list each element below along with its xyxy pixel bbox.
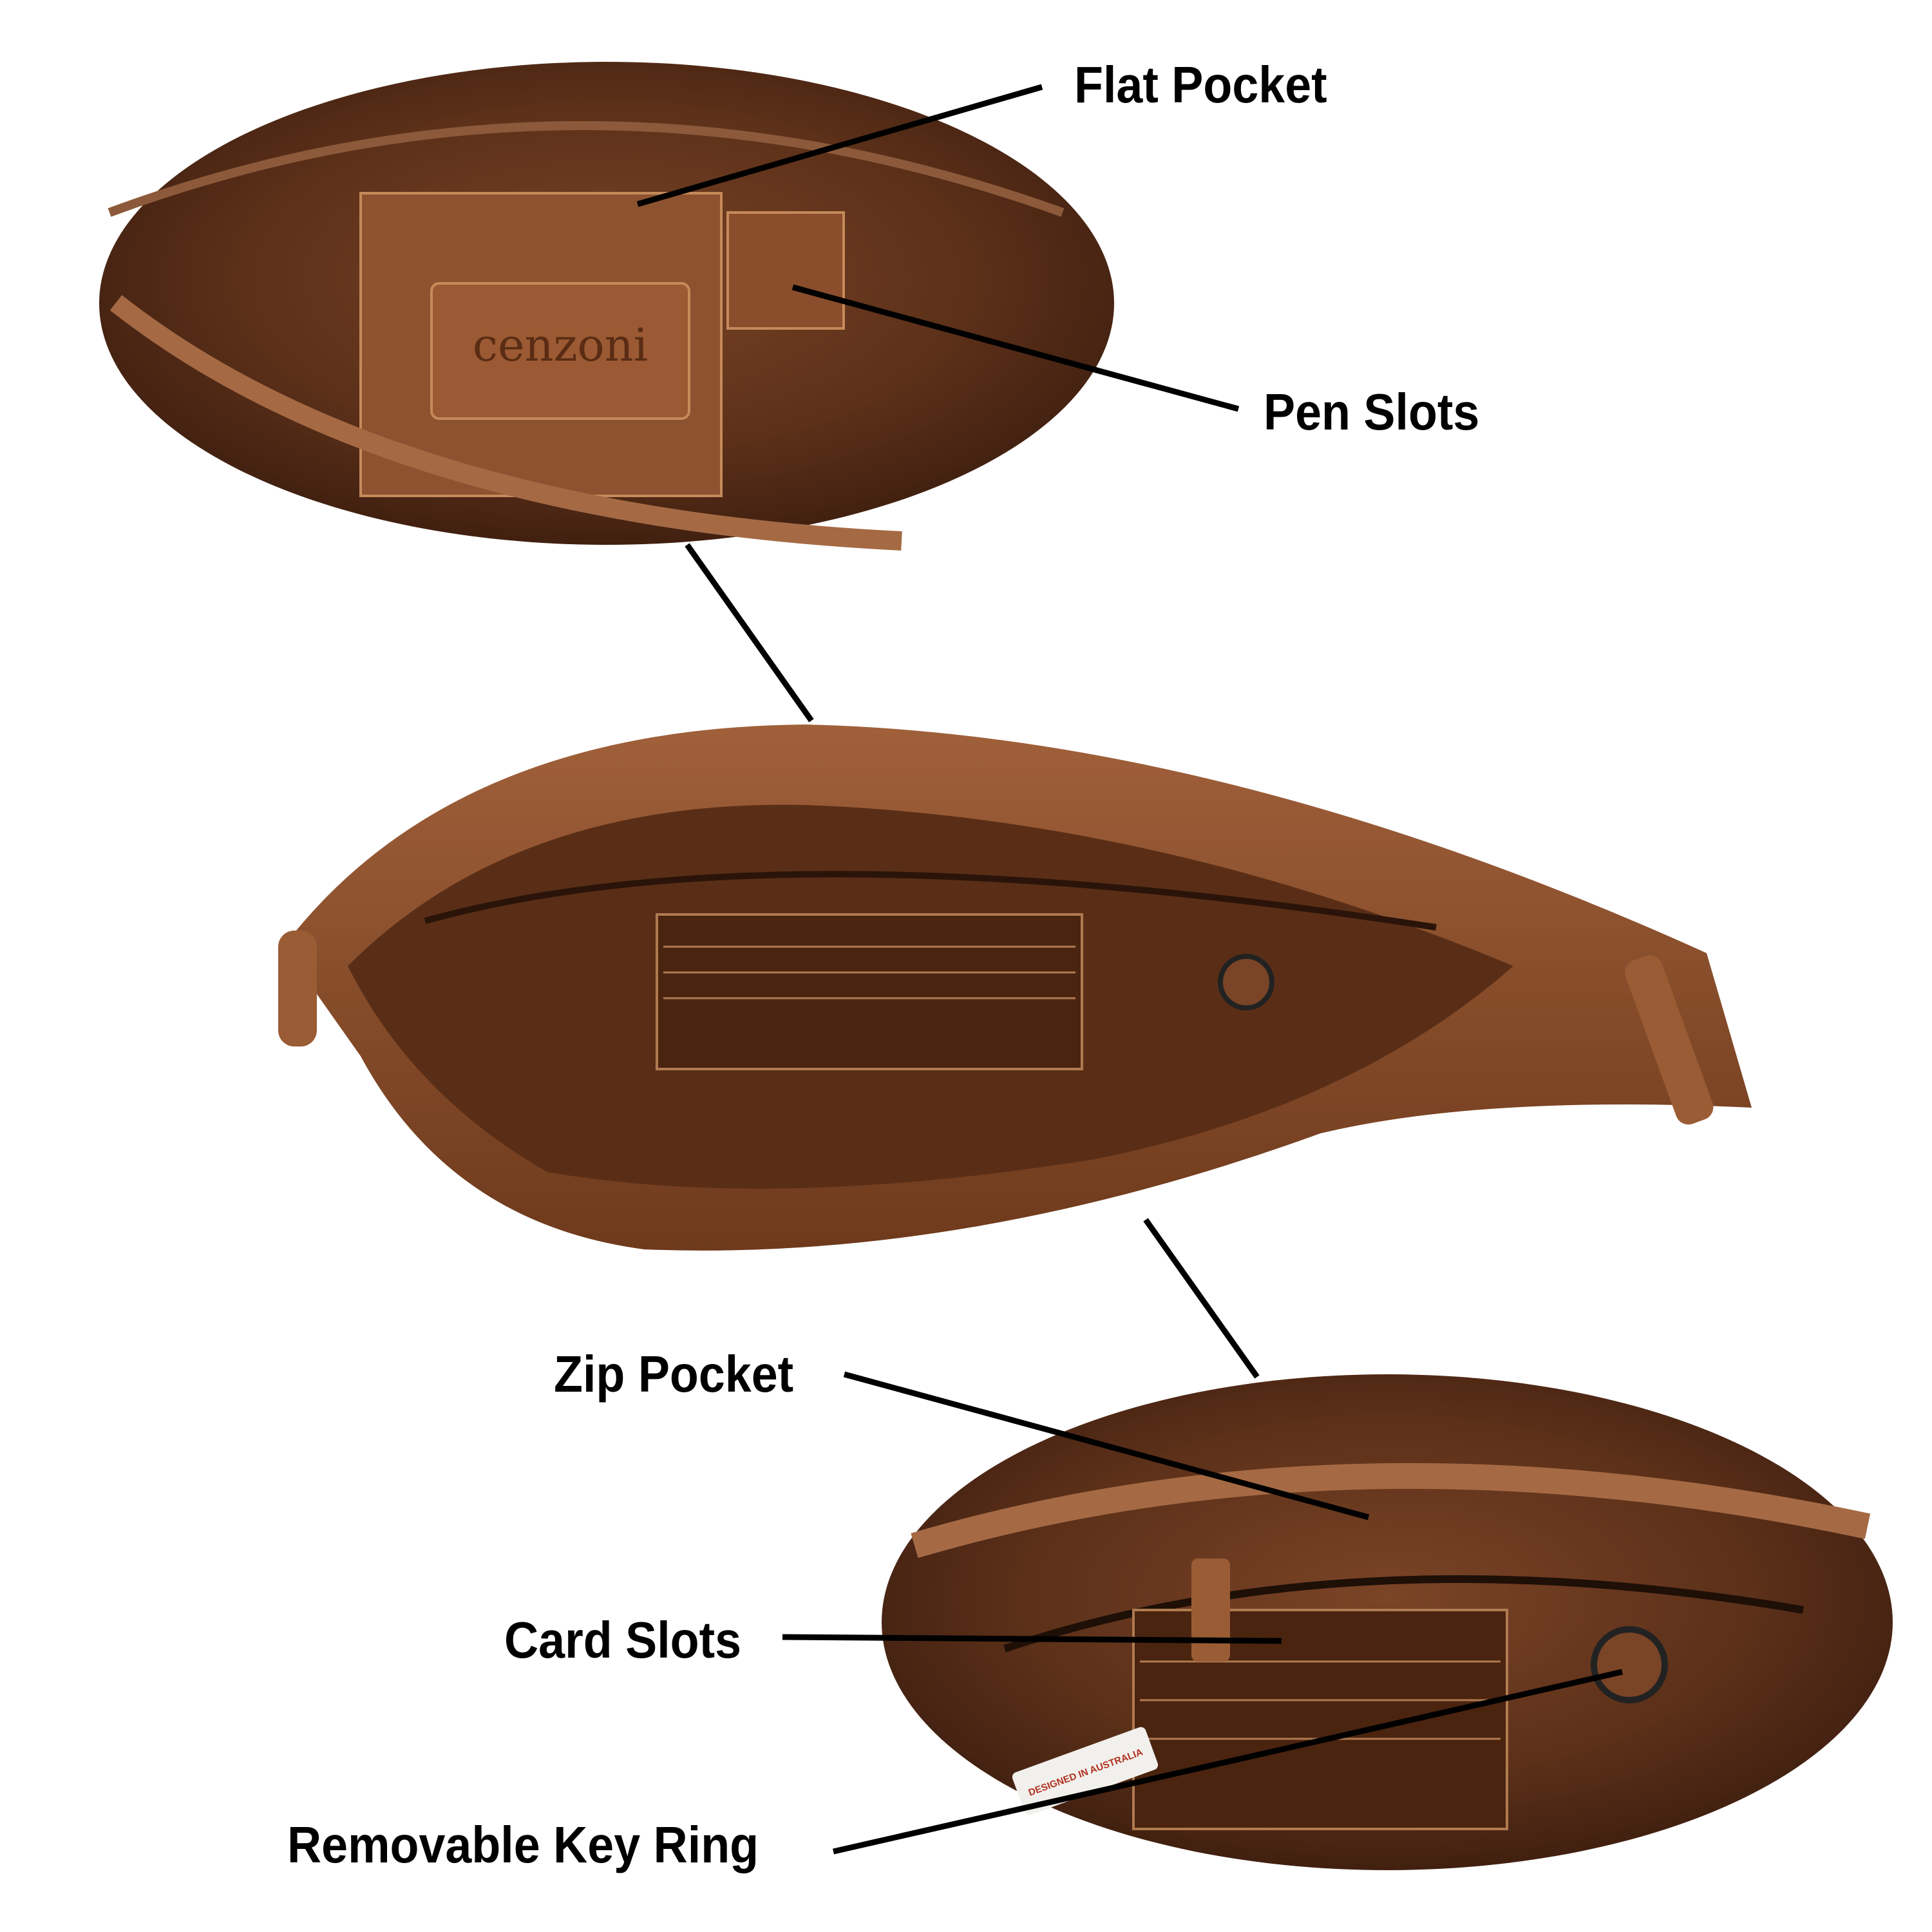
connector-top-to-bag — [685, 543, 814, 723]
bag-interior-photo — [278, 724, 1752, 1251]
callout-line-key-ring — [833, 1669, 1623, 1855]
label-pen-slots: Pen Slots — [1264, 383, 1480, 440]
top-detail-photo: cenzoni — [99, 62, 1114, 551]
label-removable-key-ring: Removable Key Ring — [287, 1816, 759, 1873]
callout-line-zip-pocket — [843, 1371, 1370, 1520]
label-card-slots: Card Slots — [504, 1611, 742, 1669]
callout-line-pen-slots — [791, 284, 1240, 412]
callout-lines — [636, 84, 1623, 1855]
connector-bag-to-bottom — [1143, 1218, 1260, 1379]
brand-patch — [430, 282, 690, 420]
brand-logo: cenzoni — [473, 319, 648, 372]
bottom-detail-photo: DESIGNED IN AUSTRALIA — [882, 1374, 1893, 1870]
callout-line-flat-pocket — [636, 84, 1043, 207]
callout-line-card-slots — [782, 1634, 1282, 1644]
label-zip-pocket: Zip Pocket — [554, 1345, 794, 1403]
pen-slot-shape — [726, 211, 845, 330]
label-flat-pocket: Flat Pocket — [1074, 56, 1327, 113]
